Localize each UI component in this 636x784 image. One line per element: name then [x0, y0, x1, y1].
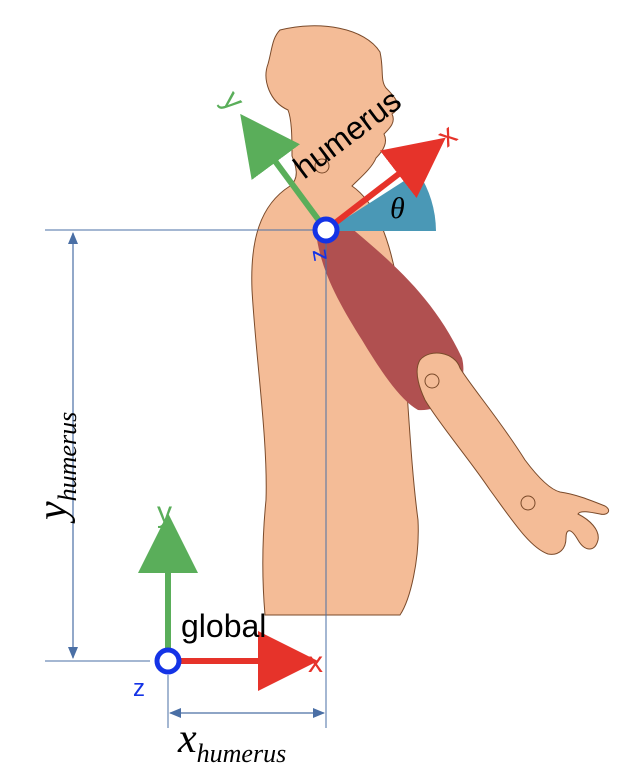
x-humerus-subscript: humerus [197, 739, 287, 768]
neck-joint [314, 158, 330, 174]
global-label: global [181, 608, 266, 644]
theta-label: θ [390, 192, 405, 225]
humerus-x-label: x [431, 118, 463, 153]
global-x-label: x [308, 646, 323, 679]
x-humerus-label: xhumerus [177, 716, 286, 768]
global-origin-z-icon [154, 647, 182, 675]
global-z-label: z [133, 675, 145, 702]
y-humerus-subscript: humerus [53, 412, 82, 502]
y-humerus-main: y [30, 501, 76, 524]
y-humerus-label: yhumerus [30, 412, 82, 524]
humerus-y-axis-arrow [240, 113, 329, 232]
humerus-y-label: y [215, 84, 250, 117]
humerus-origin-z-icon [312, 216, 340, 244]
x-humerus-main: x [177, 716, 197, 762]
global-y-label: y [157, 496, 172, 529]
elbow-joint [424, 373, 440, 389]
humerus-x-axis-arrow [324, 137, 446, 233]
humerus-z-label: z [307, 247, 336, 264]
wrist-joint [520, 495, 536, 511]
y-humerus-label-group: yhumerus [30, 412, 82, 524]
forearm [416, 352, 610, 555]
